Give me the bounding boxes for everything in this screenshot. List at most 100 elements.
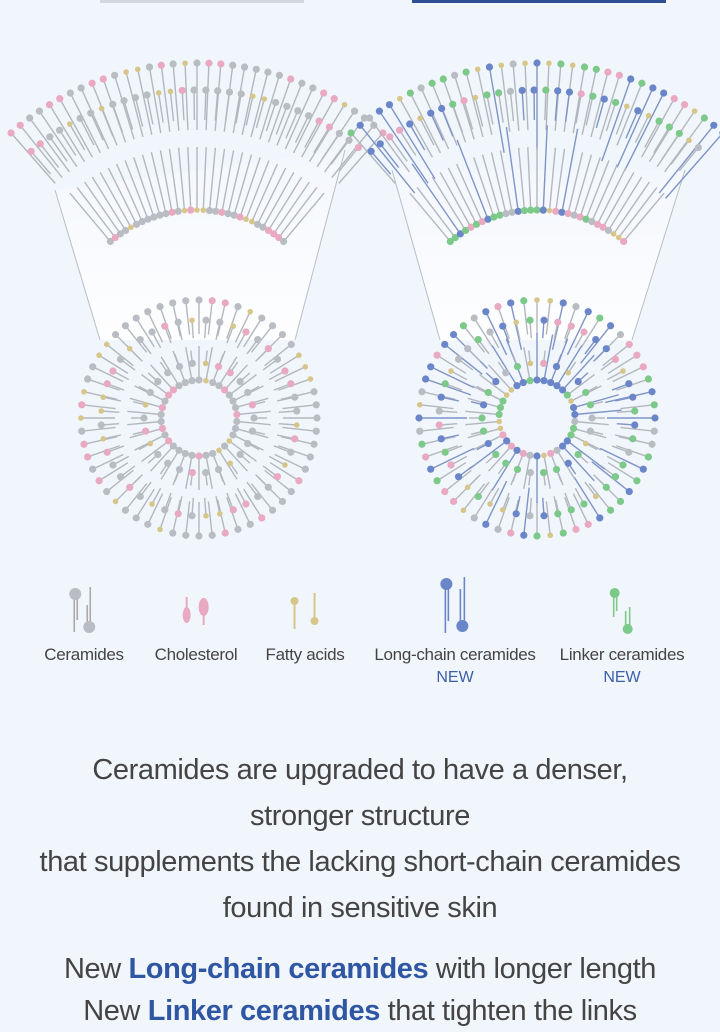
- lipid-tail: [206, 63, 209, 130]
- lipid-head: [195, 452, 202, 459]
- zoom-beam-right: [392, 170, 685, 340]
- lipid-head: [230, 506, 237, 513]
- lipid-head: [209, 297, 216, 304]
- lipid-head: [438, 105, 445, 112]
- lipid-head: [202, 87, 209, 94]
- lipid-head: [554, 87, 561, 94]
- lipid-head: [282, 462, 288, 468]
- lipid-head: [238, 90, 245, 97]
- lipid-structure-diagram: [0, 0, 720, 560]
- lipid-tail: [464, 101, 473, 130]
- lipid-tail: [659, 125, 714, 193]
- lipid-head: [326, 123, 333, 130]
- lipid-head: [175, 319, 182, 326]
- lipid-head: [217, 511, 223, 517]
- lipid-head: [234, 303, 241, 310]
- lipid-head: [279, 331, 286, 338]
- lipid-head: [593, 494, 599, 500]
- lipid-head: [386, 101, 393, 108]
- lipid-head: [540, 360, 547, 367]
- highlight-line-linker: New Linker ceramides that tighten the li…: [0, 990, 720, 1032]
- lipid-tail: [88, 379, 120, 390]
- lipid-head: [293, 407, 300, 414]
- lipid-tail: [625, 93, 664, 171]
- lipid-head: [244, 440, 251, 447]
- lipid-head: [656, 118, 663, 125]
- lipid-head: [482, 521, 489, 528]
- lipid-head: [99, 106, 105, 112]
- lipid-tail: [380, 144, 398, 168]
- lipid-tail: [510, 91, 513, 121]
- lipid-tail: [620, 405, 654, 409]
- lipid-head: [475, 66, 481, 72]
- lipid-head: [585, 521, 592, 528]
- lipid-head: [154, 378, 161, 385]
- lipid-tail: [82, 427, 116, 431]
- lipid-head: [620, 368, 626, 374]
- lipid-head: [159, 425, 166, 432]
- lipid-tail: [282, 405, 316, 409]
- lipid-head: [601, 95, 608, 102]
- lipid-tail: [426, 379, 471, 395]
- lipid-tail: [227, 497, 238, 529]
- lipid-tail: [465, 422, 499, 425]
- lipid-tail: [295, 116, 308, 143]
- lipid-head: [109, 461, 116, 468]
- lipid-head: [295, 477, 302, 484]
- lipid-head: [526, 377, 533, 384]
- text: New: [83, 995, 147, 1027]
- lipid-head: [520, 450, 527, 457]
- lipid-head: [46, 133, 53, 140]
- lipid-head: [27, 148, 34, 155]
- lipid-head: [206, 207, 213, 214]
- lipid-head: [640, 363, 647, 370]
- lipid-head: [233, 411, 240, 418]
- lipid-head: [580, 500, 587, 507]
- lipid-head: [612, 356, 619, 363]
- lipid-head: [77, 115, 84, 122]
- lipid-head: [496, 411, 503, 418]
- lipid-head: [676, 130, 683, 137]
- lipid-head: [580, 328, 587, 335]
- lipid-head: [497, 404, 504, 411]
- lipid-head: [442, 380, 449, 387]
- lipid-head: [78, 401, 85, 408]
- lipid-head: [645, 453, 652, 460]
- text: that tighten the links: [380, 995, 637, 1027]
- lipid-head: [104, 342, 110, 348]
- lipid-tail: [565, 497, 576, 529]
- lipid-head: [188, 452, 195, 459]
- lipid-head: [386, 133, 393, 140]
- lipid-head: [78, 415, 84, 421]
- lipid-head: [568, 506, 575, 513]
- lipid-head: [575, 451, 582, 458]
- lipid-head: [554, 510, 561, 517]
- lipid-head: [56, 95, 63, 102]
- lipid-head: [117, 356, 124, 363]
- lipid-head: [624, 104, 630, 110]
- lipid-head: [26, 114, 33, 121]
- lipid-head: [203, 513, 209, 519]
- lipid-head: [258, 314, 265, 321]
- lipid-head: [117, 473, 124, 480]
- lipid-head: [269, 322, 276, 329]
- lipid-head: [313, 414, 320, 421]
- lipid-tail: [410, 124, 425, 150]
- lipid-head: [646, 113, 652, 119]
- lipid-tail: [616, 379, 648, 390]
- lipid-head: [547, 379, 554, 386]
- lipid-head: [189, 469, 196, 476]
- lipid-head: [533, 532, 540, 539]
- lipid-head: [377, 140, 384, 147]
- lipid-head: [67, 121, 73, 127]
- lipid-head: [585, 308, 592, 315]
- lipid-head: [422, 453, 429, 460]
- lipid-tail: [278, 446, 310, 457]
- lipid-head: [336, 130, 343, 137]
- lipid-head: [288, 341, 295, 348]
- lipid-head: [533, 59, 540, 66]
- lipid-head: [205, 60, 212, 67]
- lipid-tail: [573, 67, 584, 133]
- lipid-head: [692, 108, 698, 114]
- lipid-head: [203, 361, 209, 367]
